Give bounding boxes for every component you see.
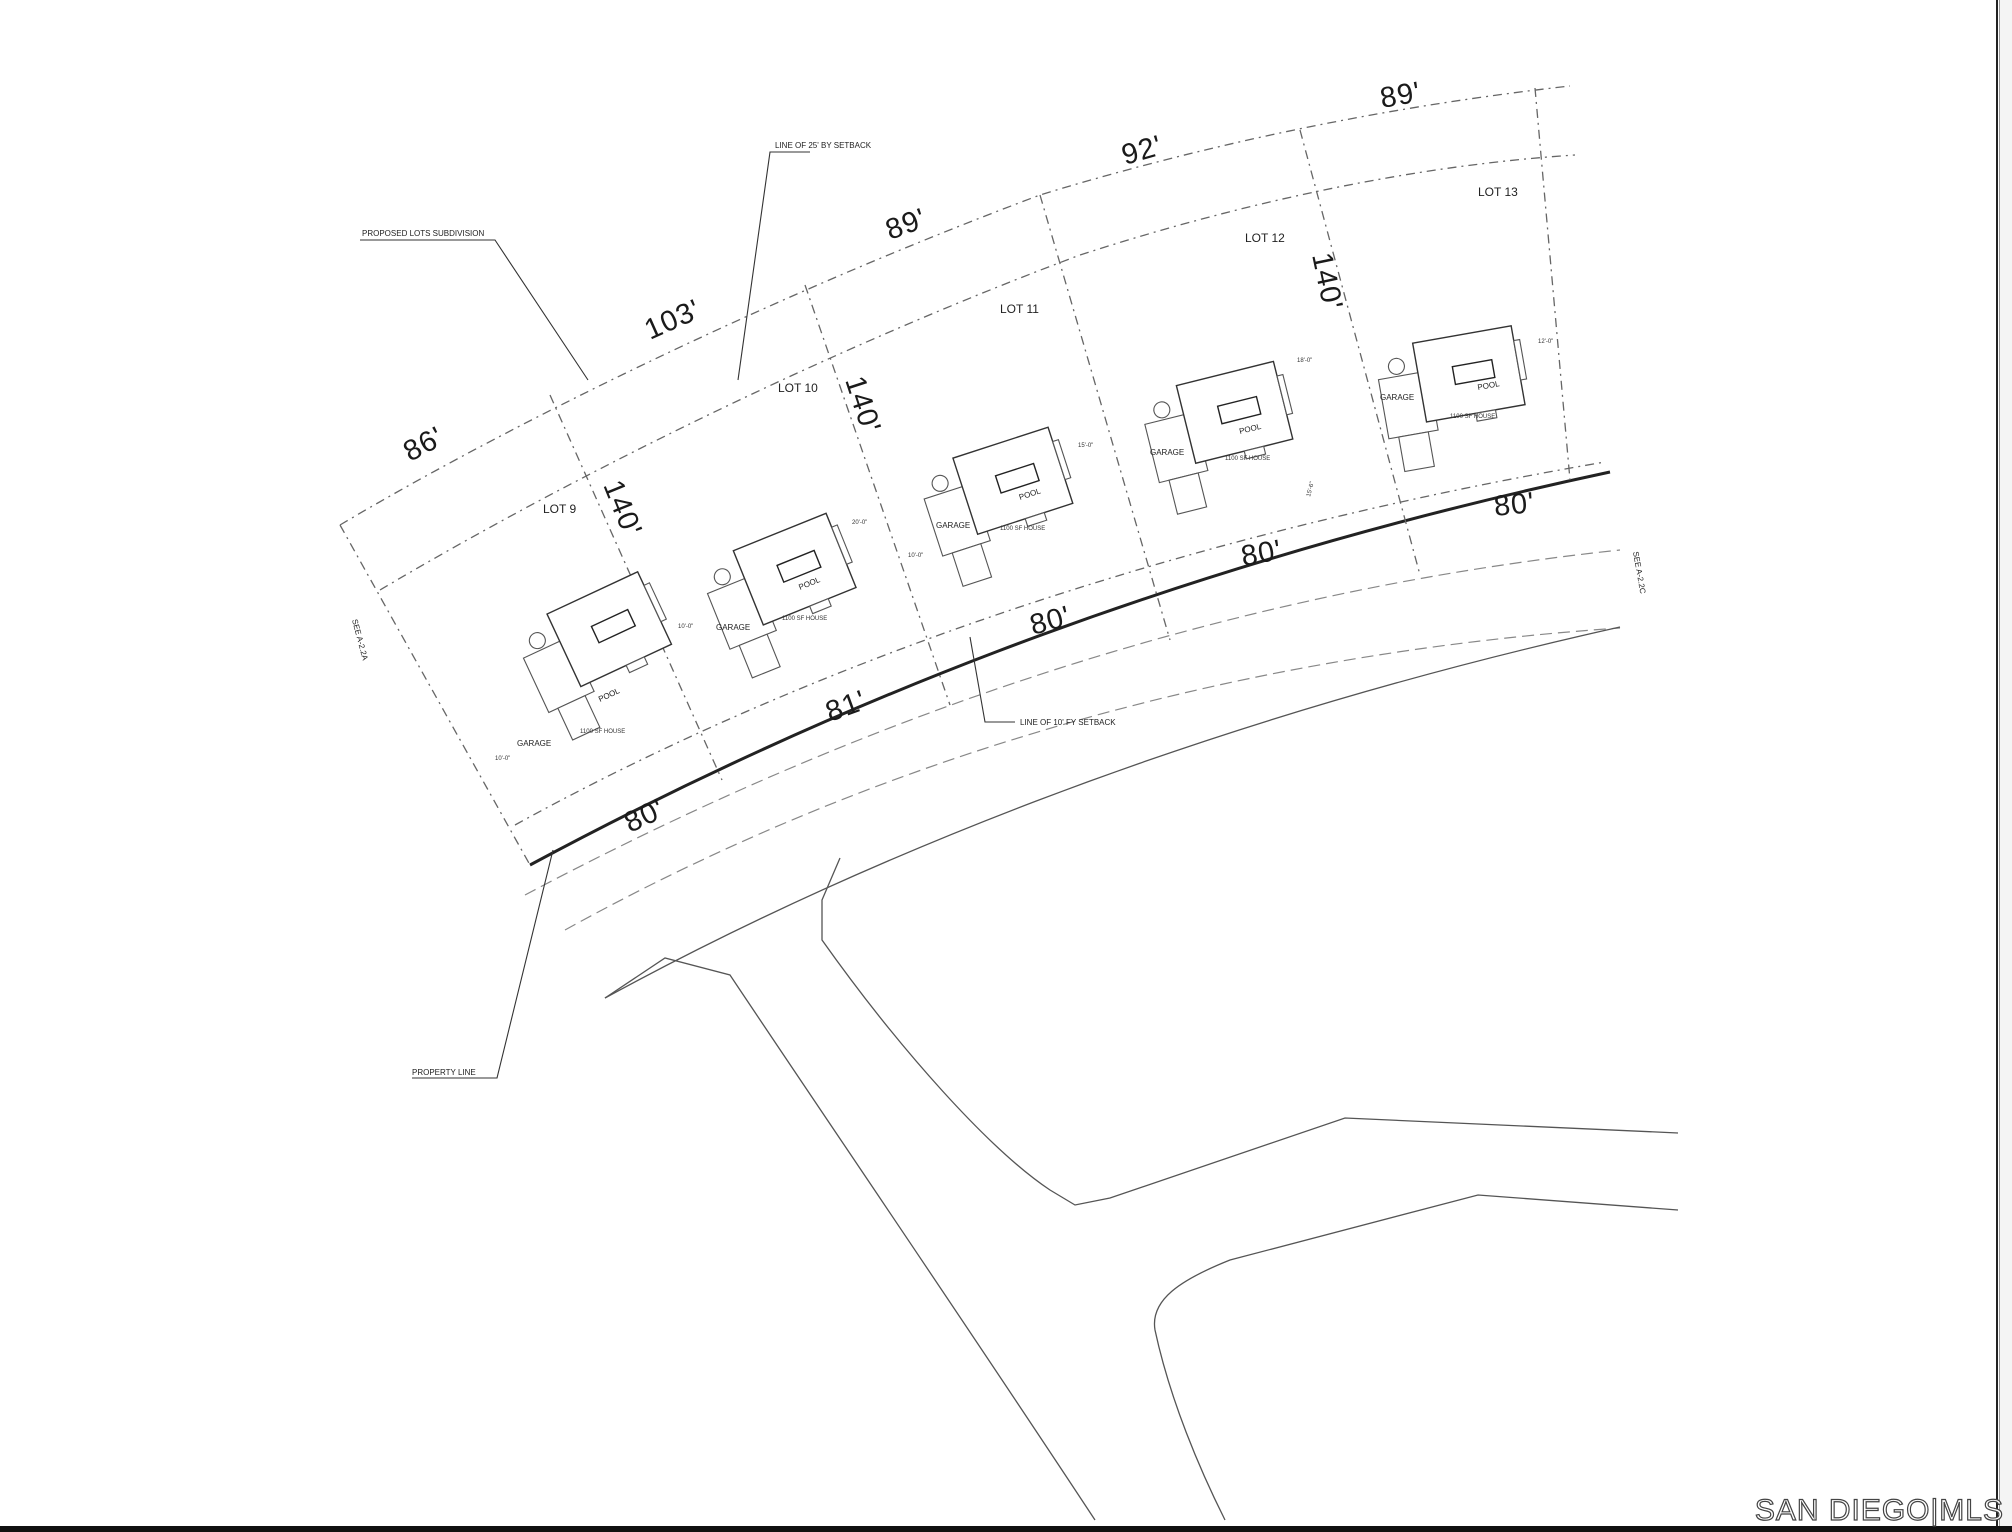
rear-setback-callout: LINE OF 25' BY SETBACK (775, 141, 872, 150)
property-line-leader (412, 849, 554, 1079)
lot-divisions (339, 87, 1571, 866)
rear-dim-lot-13: 89' (1378, 76, 1424, 115)
lot-13-pool-label: POOL (1477, 379, 1501, 392)
lot-13-house-label: 1100 SF HOUSE (1450, 414, 1495, 420)
front-dim-lot-9: 80' (619, 793, 669, 839)
interior-roads (604, 857, 1679, 1521)
lot-12-label: LOT 12 (1245, 231, 1285, 245)
rear-dim-lot-11: 89' (881, 203, 930, 247)
road-edge (604, 626, 1621, 999)
front-property-line (529, 470, 1611, 867)
title-block-edge (1999, 0, 2012, 1532)
lot-11-house-label: 1100 SF HOUSE (1000, 526, 1045, 532)
small-dim-4: 10'-0" (908, 553, 923, 559)
see-a22a-note: SEE A-2.2A (350, 618, 370, 662)
front-setback-line (514, 461, 1606, 826)
front-dim-lot-12: 80' (1239, 534, 1285, 573)
side-dim-lot-10: 140' (838, 372, 886, 437)
lot-9-pool-label: POOL (597, 686, 621, 704)
rear-dim-lot-10: 103' (640, 294, 706, 347)
small-dim-1: 10'-0" (495, 756, 510, 762)
lot-10-house (706, 512, 857, 679)
lot-10-house-label: 1100 SF HOUSE (782, 616, 827, 622)
small-dim-3: 20'-0" (852, 520, 867, 526)
property-line-callout: PROPERTY LINE (412, 1068, 476, 1077)
sheet-border (1996, 0, 1998, 1532)
lot-13-label: LOT 13 (1478, 185, 1518, 199)
lot-11-label: LOT 11 (1000, 302, 1039, 316)
front-setback-callout: LINE OF 10' FY SETBACK (1020, 718, 1116, 727)
lot-13-garage-label: GARAGE (1380, 393, 1414, 402)
rear-dim-lot-12: 92' (1118, 130, 1166, 172)
small-dim-2: 10'-0" (678, 624, 693, 630)
mls-watermark: SAN DIEGO|MLS (1754, 1493, 2004, 1527)
front-dim-lot-10: 81' (821, 685, 870, 729)
small-dim-5: 15'-0" (1078, 443, 1093, 449)
rear-setback-line (379, 154, 1576, 591)
see-a22c-note: SEE A-2.2C (1631, 551, 1647, 595)
small-dim-8: 15'-6" (1306, 481, 1316, 497)
front-dim-lot-11: 80' (1027, 600, 1075, 641)
lot-11-house (923, 426, 1074, 587)
side-dim-lot-12: 140' (1305, 250, 1348, 313)
lot-11-garage-label: GARAGE (936, 521, 970, 530)
front-dim-lot-13: 80' (1492, 487, 1536, 523)
front-setback-leader (969, 636, 1015, 723)
side-dim-lot-9: 140' (597, 476, 648, 542)
road-edge-dashed (564, 627, 1621, 931)
rear-property-line (339, 85, 1571, 526)
lot-13-house (1377, 325, 1528, 473)
street-centerline (524, 549, 1621, 896)
rear-setback-leader (737, 151, 810, 381)
small-dim-7: 12'-0" (1538, 339, 1553, 345)
rear-dim-lot-9: 86' (398, 421, 449, 468)
lot-12-house-label: 1100 SF HOUSE (1225, 456, 1270, 462)
lot-10-label: LOT 10 (778, 381, 818, 395)
lot-12-garage-label: GARAGE (1150, 448, 1184, 457)
proposed-lots-callout: PROPOSED LOTS SUBDIVISION (362, 229, 484, 238)
lot-9-label: LOT 9 (543, 502, 576, 516)
small-dim-6: 18'-0" (1297, 358, 1312, 364)
bottom-border (0, 1526, 2012, 1532)
lot-12-house (1144, 360, 1294, 515)
lot-9-house-label: 1100 SF HOUSE (580, 729, 625, 735)
lot-9-garage-label: GARAGE (517, 739, 551, 748)
lot-9-house (522, 570, 673, 741)
lot-10-garage-label: GARAGE (716, 623, 750, 632)
proposed-lots-leader (360, 239, 589, 381)
